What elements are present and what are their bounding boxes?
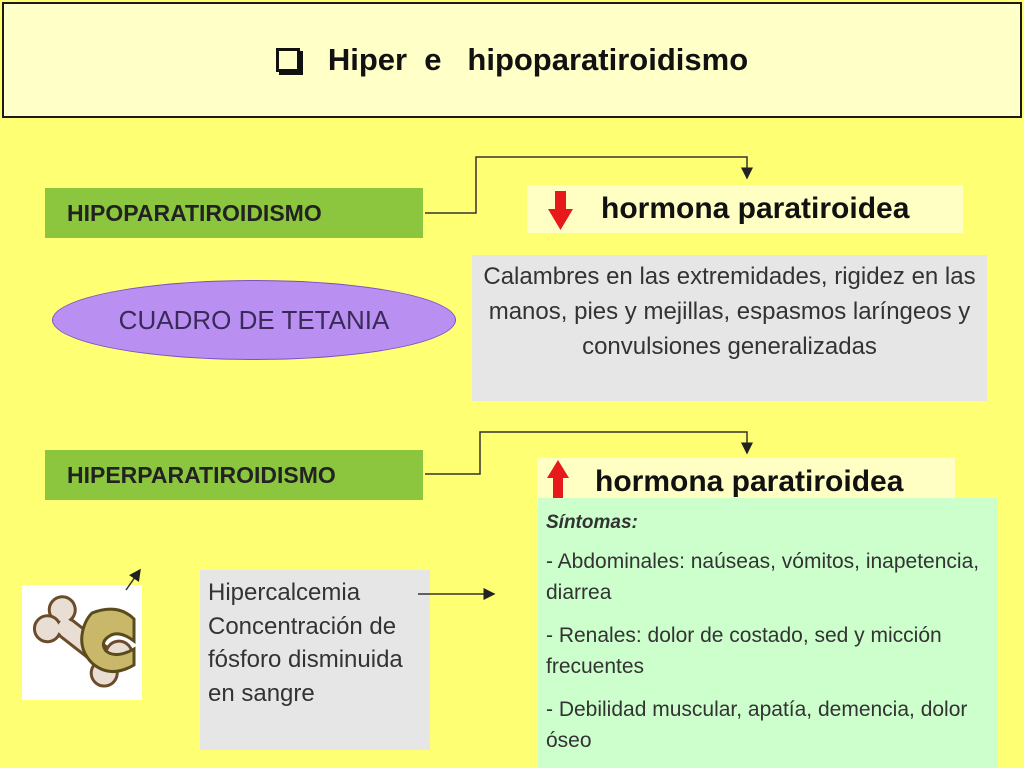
checkbox-icon [275,48,300,72]
hipoparatiroidismo-label-text: HIPOPARATIROIDISMO [67,199,322,226]
hormone-decrease-box: hormona paratiroidea [527,185,963,233]
tetania-text: CUADRO DE TETANIA [118,304,390,335]
symptom-muscular: - Debilidad muscular, apatía, demencia, … [546,698,968,752]
title-bar: Hiper e hipoparatiroidismo [2,2,1022,118]
tetania-symptoms-box: Calambres en las extremidades, rigidez e… [472,255,987,401]
bone-icon [32,595,136,688]
hiperparatiroidismo-label-text: HIPERPARATIROIDISMO [67,461,336,488]
slide-title-row: Hiper e hipoparatiroidismo [4,42,1020,78]
hipoparatiroidismo-label: HIPOPARATIROIDISMO [45,188,423,238]
symptom-renal: - Renales: dolor de costado, sed y micci… [546,624,942,678]
hormone-decrease-text: hormona paratiroidea [601,192,910,225]
tetania-symptoms-text: Calambres en las extremidades, rigidez e… [483,263,976,360]
symptom-abdominal: - Abdominales: naúseas, vómitos, inapete… [546,550,980,604]
symptoms-heading: Síntomas: [546,512,638,533]
tetania-ellipse: CUADRO DE TETANIA [52,280,456,360]
hormone-increase-text: hormona paratiroidea [595,465,904,498]
bone-image [22,585,142,700]
symptoms-green-box: Síntomas: - Abdominales: naúseas, vómito… [538,498,998,768]
slide-title: Hiper e hipoparatiroidismo [327,42,749,77]
hiperparatiroidismo-label: HIPERPARATIROIDISMO [45,450,423,500]
hipercalcemia-text: Hipercalcemia Concentración de fósforo d… [208,579,403,707]
hipercalcemia-box: Hipercalcemia Concentración de fósforo d… [200,570,430,750]
